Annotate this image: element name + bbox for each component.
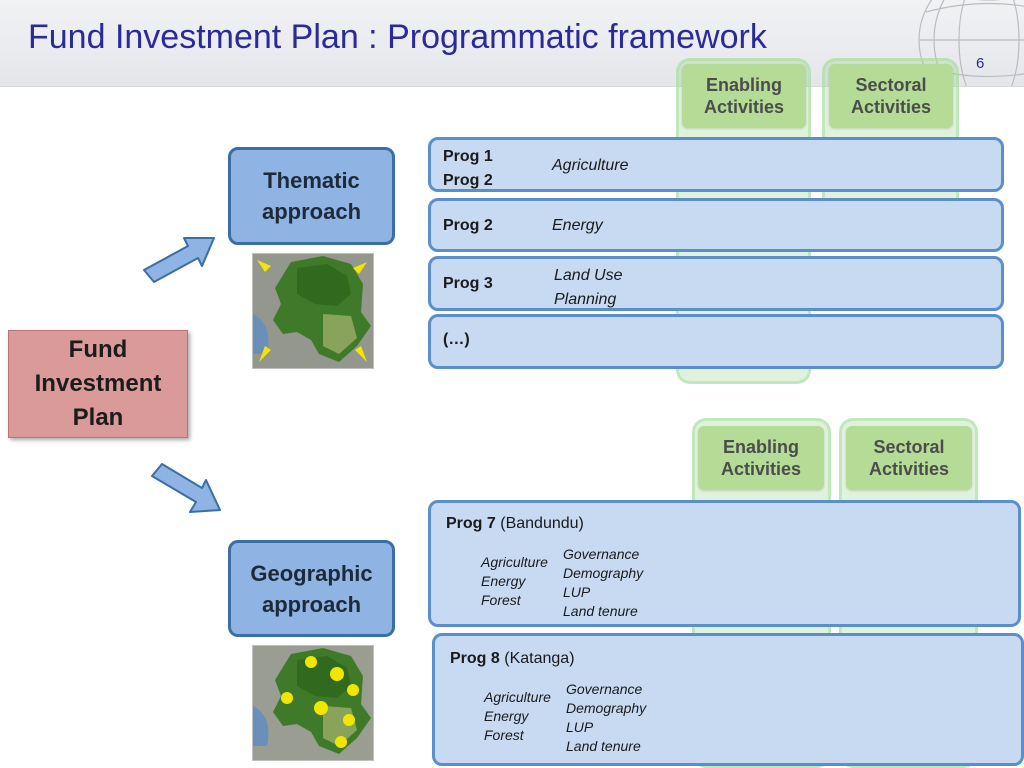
program-bar-4: (…) (428, 314, 1004, 369)
program-bar-7: Prog 7 (Bandundu) Agriculture Energy For… (428, 500, 1021, 627)
program-topic-line: Land Use (554, 267, 623, 284)
arrow-up-right-icon (143, 237, 215, 283)
sectoral-activities-header-top: Sectoral Activities (829, 64, 953, 128)
topic-item: Demography (563, 565, 644, 581)
enabling-activities-header-bottom: Enabling Activities (698, 426, 824, 490)
prog-label: Prog 2 (443, 172, 493, 189)
topic-item: LUP (566, 719, 594, 735)
prog-region: (Bandundu) (500, 515, 584, 532)
prog-label: Prog 7 (446, 515, 496, 532)
program-bar-1: Prog 1 Prog 2 Agriculture (428, 137, 1004, 192)
topic-item: Energy (484, 708, 529, 724)
program-topic: Energy (552, 217, 603, 234)
prog-label: Prog 1 (443, 148, 493, 165)
prog-region: (Katanga) (504, 650, 575, 667)
topic-item: Governance (566, 681, 643, 697)
program-topic-line: Planning (554, 291, 617, 308)
topic-item: Demography (566, 700, 647, 716)
enabling-activities-header-top: Enabling Activities (682, 64, 806, 128)
drc-map-geographic (252, 645, 374, 761)
topic-item: Forest (484, 727, 524, 743)
topic-item: Agriculture (484, 689, 551, 705)
prog-label: Prog 3 (443, 275, 493, 292)
geographic-approach-box: Geographic approach (228, 540, 395, 637)
topic-item: Agriculture (481, 554, 548, 570)
program-bar-2: Prog 2 Energy (428, 198, 1004, 252)
drc-map-thematic (252, 253, 374, 369)
header-bar (0, 0, 1024, 87)
fund-investment-plan-box: Fund Investment Plan (8, 330, 188, 438)
topic-item: Land tenure (563, 603, 638, 619)
page-title: Fund Investment Plan : Programmatic fram… (28, 18, 767, 56)
program-bar-8: Prog 8 (Katanga) Agriculture Energy Fore… (432, 633, 1024, 766)
prog-label: Prog 2 (443, 217, 493, 234)
prog-label: (…) (443, 331, 470, 348)
topic-item: Governance (563, 546, 640, 562)
topic-item: Energy (481, 573, 526, 589)
sectoral-activities-header-bottom: Sectoral Activities (846, 426, 972, 490)
page-number: 6 (976, 55, 985, 72)
prog-label: Prog 8 (450, 650, 500, 667)
program-topic: Agriculture (552, 157, 629, 174)
topic-item: Forest (481, 592, 521, 608)
thematic-approach-box: Thematic approach (228, 147, 395, 245)
topic-item: Land tenure (566, 738, 641, 754)
arrow-down-right-icon (151, 463, 221, 513)
topic-item: LUP (563, 584, 591, 600)
